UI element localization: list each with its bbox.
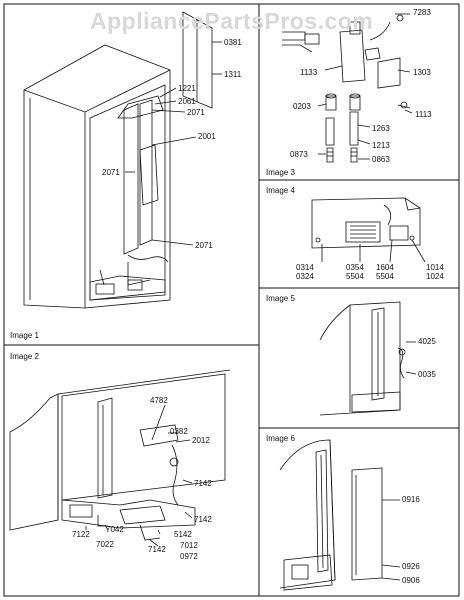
callout-label: 0926 [402, 562, 420, 571]
callout-label: 2071 [102, 168, 120, 177]
callout-label: 5504 [346, 272, 364, 281]
callout-label: 0314 [296, 263, 314, 272]
callout-label: 7142 [194, 479, 212, 488]
callout-label: 7042 [106, 525, 124, 534]
callout-label: 7142 [194, 515, 212, 524]
callout-label: 1303 [413, 68, 431, 77]
callout-label: 2012 [192, 436, 210, 445]
callout-label: 0382 [170, 427, 188, 436]
callout-label: 2061 [178, 97, 196, 106]
callout-label: 0906 [402, 576, 420, 585]
callout-label: 0873 [290, 150, 308, 159]
image6-drawing [279, 439, 401, 591]
callout-label: 1024 [426, 272, 444, 281]
callout-label: 7142 [148, 545, 166, 554]
image2-title: Image 2 [10, 352, 39, 361]
callout-label: 7283 [413, 8, 431, 17]
callout-label: 2071 [187, 108, 205, 117]
callout-label: 0203 [293, 102, 311, 111]
callout-label: 7012 [180, 541, 198, 550]
callout-label: 5504 [376, 272, 394, 281]
callout-label: 1213 [372, 141, 390, 150]
image6-title: Image 6 [266, 434, 295, 443]
callout-label: 0324 [296, 272, 314, 281]
callout-label: 5142 [174, 530, 192, 539]
callout-label: 7122 [72, 530, 90, 539]
callout-label: 1221 [178, 84, 196, 93]
callout-label: 1133 [300, 68, 318, 77]
callout-label: 1311 [224, 70, 242, 79]
callout-label: 4782 [150, 396, 168, 405]
image1-drawing [23, 11, 222, 309]
watermark-text: AppliancePartsPros.com [90, 8, 374, 34]
image5-drawing [319, 301, 417, 416]
callout-label: 4025 [418, 337, 436, 346]
callout-label: 1604 [376, 263, 394, 272]
image2-drawing [9, 369, 231, 547]
image5-title: Image 5 [266, 294, 295, 303]
callout-label: 1113 [415, 110, 432, 119]
callout-label: 2071 [195, 241, 213, 250]
callout-label: 0863 [372, 155, 390, 164]
image4-drawing [311, 197, 426, 263]
image1-title: Image 1 [10, 331, 39, 340]
callout-label: 0381 [224, 38, 242, 47]
callout-label: 1263 [372, 124, 390, 133]
image3-title: Image 3 [266, 168, 295, 177]
image3-drawing [282, 13, 413, 163]
image4-title: Image 4 [266, 186, 295, 195]
callout-label: 0035 [418, 370, 436, 379]
panel-borders [3, 3, 460, 597]
callout-label: 7022 [96, 540, 114, 549]
callout-label: 2001 [198, 132, 216, 141]
callout-label: 0972 [180, 552, 198, 561]
callout-label: 1014 [426, 263, 444, 272]
callout-label: 0916 [402, 495, 420, 504]
callout-label: 0354 [346, 263, 364, 272]
